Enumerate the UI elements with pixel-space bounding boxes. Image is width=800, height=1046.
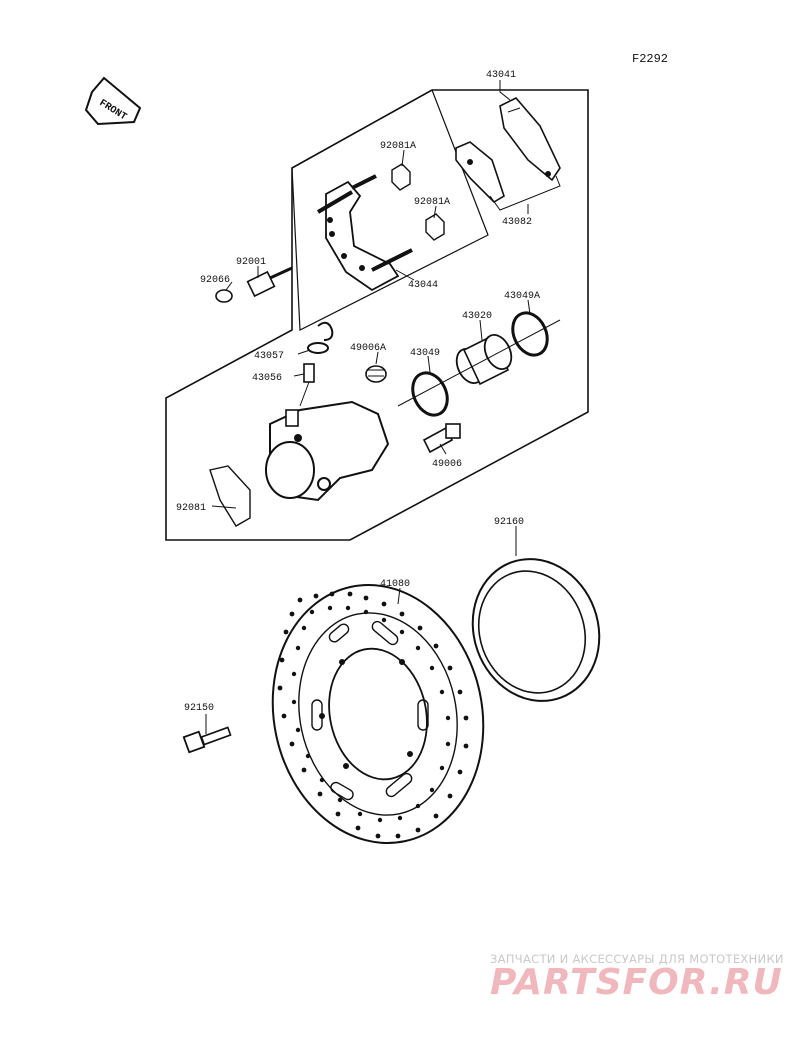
caliper-assembly-outline (165, 89, 589, 541)
bracket-bolt (246, 266, 293, 298)
front-arrow-icon: FRONT (84, 76, 142, 126)
piston-seal-ring (411, 371, 449, 417)
label-43044: 43044 (408, 280, 438, 291)
pad-spring-upper (391, 163, 411, 191)
label-43041: 43041 (486, 70, 516, 81)
label-43049: 43049 (410, 348, 440, 359)
label-49006a: 49006A (350, 343, 386, 354)
pad-retainer-spring (209, 465, 251, 527)
label-92081a-upper: 92081A (380, 141, 416, 152)
label-92081a-lower: 92081A (414, 197, 450, 208)
label-43020: 43020 (462, 311, 492, 322)
dust-seal (365, 365, 387, 383)
caliper-body (265, 400, 390, 502)
label-92150: 92150 (184, 703, 214, 714)
disc-cover-ring (471, 558, 601, 702)
label-43057: 43057 (254, 351, 284, 362)
brake-disc (271, 584, 485, 844)
rubber-cap (215, 289, 233, 303)
pad-spring-lower (425, 213, 445, 241)
label-92160: 92160 (494, 517, 524, 528)
label-43049a: 43049A (504, 291, 540, 302)
label-41080: 41080 (380, 579, 410, 590)
bleeder-cap (317, 321, 334, 341)
label-92066: 92066 (200, 275, 230, 286)
caliper-bracket (316, 174, 413, 292)
dust-seal-ring (511, 311, 549, 357)
bracket-group-outline (291, 89, 489, 331)
label-92081: 92081 (176, 503, 206, 514)
watermark-tagline: ЗАПЧАСТИ И АКСЕССУАРЫ ДЛЯ МОТОТЕХНИКИ (490, 952, 784, 966)
label-43056: 43056 (252, 373, 282, 384)
label-92001: 92001 (236, 257, 266, 268)
brake-pad-outer (499, 97, 561, 182)
label-43082: 43082 (502, 217, 532, 228)
brake-pad-inner (455, 141, 505, 204)
slide-pin (422, 423, 461, 454)
leader-lines (205, 80, 531, 734)
label-49006: 49006 (432, 459, 462, 470)
bleeder-valve (299, 363, 315, 407)
figure-id: F2292 (632, 52, 668, 66)
disc-mounting-bolt (182, 726, 232, 754)
watermark-brand: PARTSFOR.RU (490, 962, 783, 1003)
front-label: FRONT (97, 98, 128, 123)
piston (455, 334, 513, 386)
